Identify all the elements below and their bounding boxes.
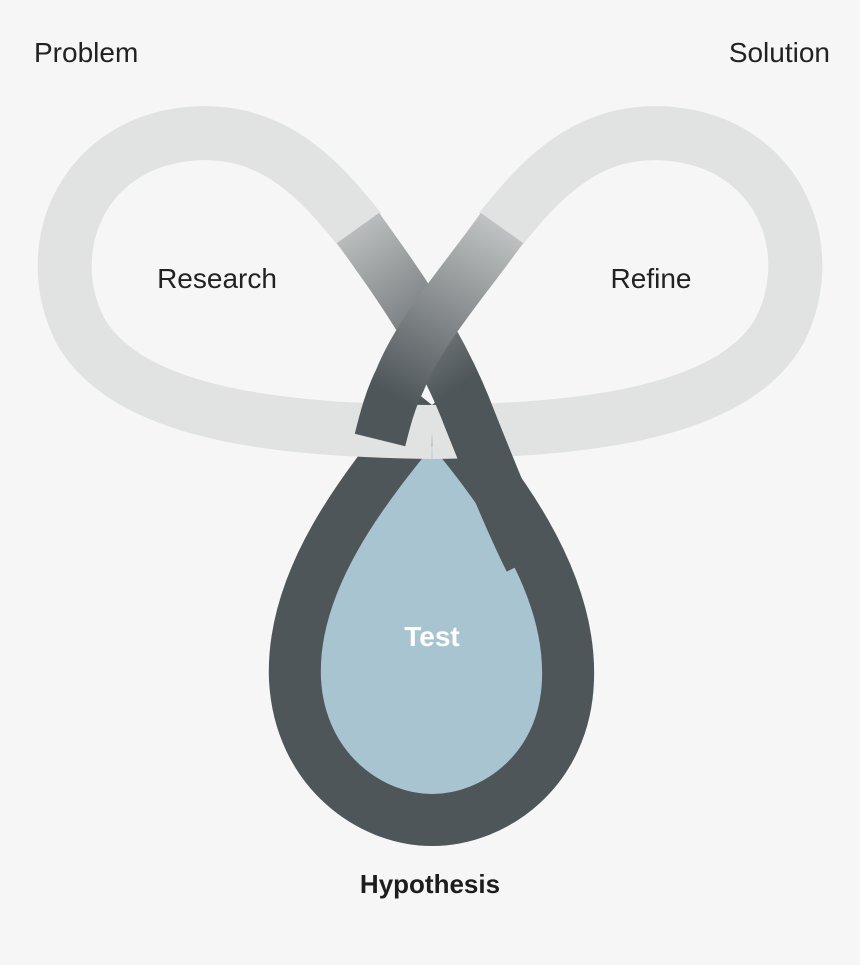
research-loop <box>37 106 433 459</box>
hypothesis-label: Hypothesis <box>360 869 500 899</box>
refine-label: Refine <box>611 263 692 294</box>
test-label: Test <box>404 621 460 652</box>
test-drop-band <box>268 388 595 846</box>
right-cross-strand <box>354 212 524 447</box>
problem-label: Problem <box>34 37 138 68</box>
left-cross-strand <box>336 212 554 572</box>
research-label: Research <box>157 263 277 294</box>
solution-label: Solution <box>729 37 830 68</box>
refine-loop <box>431 106 823 459</box>
